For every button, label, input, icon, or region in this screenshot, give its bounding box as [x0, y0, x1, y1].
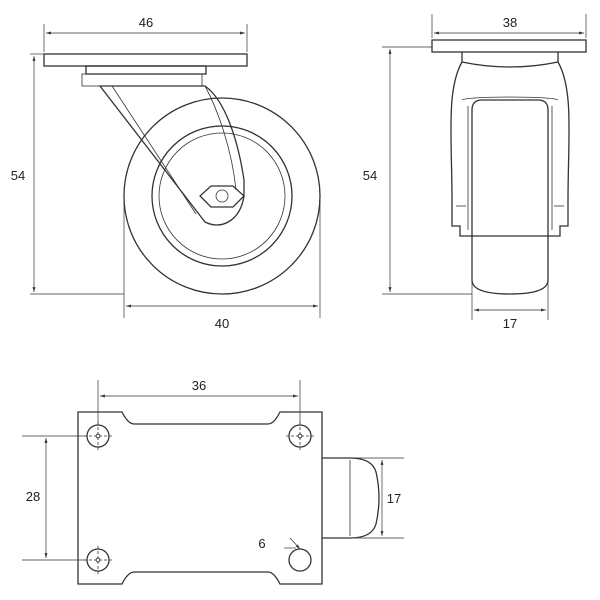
side-wheel-outer: [123, 97, 321, 295]
dim-front-height: 54: [363, 168, 377, 183]
top-plate: [77, 411, 323, 585]
mounting-hole-top-right: [286, 422, 314, 450]
top-wheel: [322, 457, 380, 539]
dim-top-wheel-width: 17: [387, 491, 401, 506]
side-wheel-rim: [151, 125, 293, 267]
dim-wheel-width: 17: [503, 316, 517, 331]
dim-side-height: 54: [11, 168, 25, 183]
dim-hole-spacing-y: 28: [26, 489, 40, 504]
front-wheel: [471, 99, 549, 295]
side-axle-nut: [199, 185, 245, 208]
front-top-plate: [431, 39, 587, 53]
dim-wheel-diameter: 40: [215, 316, 229, 331]
mounting-hole-bottom-left: [84, 546, 112, 574]
dim-hole-spacing-x: 36: [192, 378, 206, 393]
side-fork-bracket: [98, 85, 245, 226]
front-bearing: [461, 52, 559, 68]
mounting-hole-bottom-right: [284, 537, 312, 572]
top-view: 36 28 17 6: [22, 378, 404, 585]
front-fork: [450, 61, 570, 237]
dim-side-plate-width: 46: [139, 15, 153, 30]
dim-front-plate-width: 38: [503, 15, 517, 30]
front-view: 38 54 17: [363, 14, 587, 331]
dim-hole-diameter: 6: [258, 536, 265, 551]
side-view: 46 54 40: [11, 15, 321, 331]
side-swivel-bearing: [85, 65, 207, 75]
mounting-hole-top-left: [84, 422, 112, 450]
side-top-plate: [43, 53, 248, 67]
